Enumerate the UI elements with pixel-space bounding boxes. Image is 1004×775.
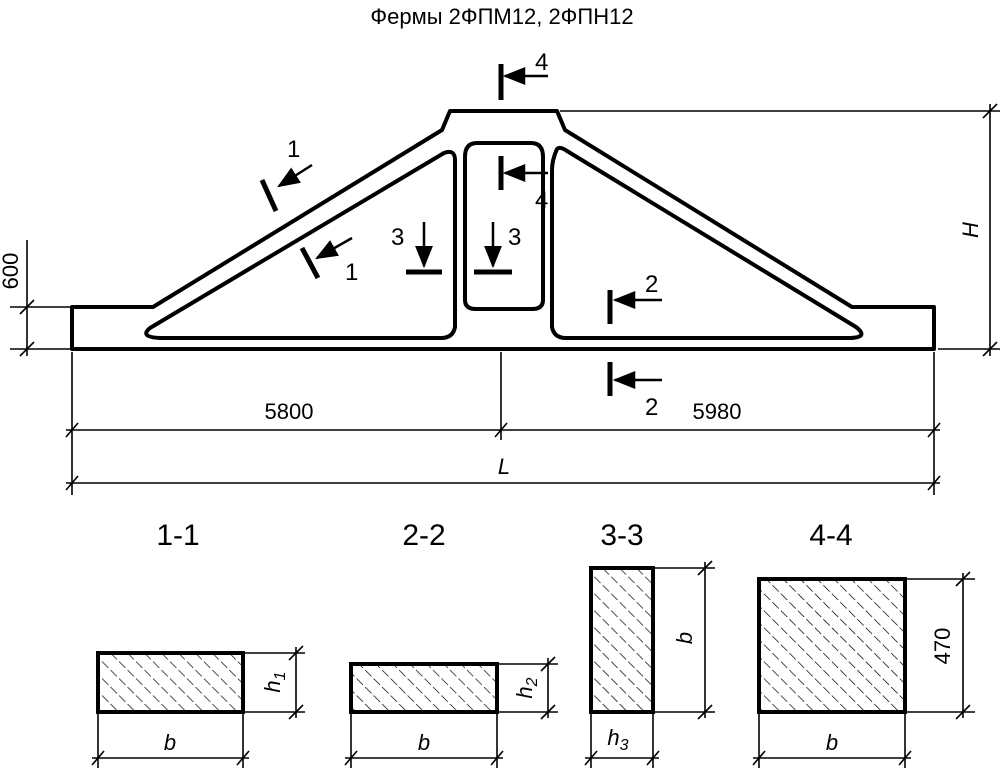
cut-4-top-label: 4 <box>535 49 548 76</box>
truss-outline <box>70 109 936 351</box>
truss-left-opening <box>144 149 457 340</box>
section-3-3-title: 3-3 <box>600 519 643 552</box>
cut-1-upper-arrow <box>277 163 313 188</box>
section-2-2-height: h2 <box>512 677 541 698</box>
section-4-4-shape <box>757 577 907 714</box>
section-3-3-height: b <box>672 632 697 644</box>
dim-left-span: 5800 <box>265 399 314 424</box>
section-4-4-title: 4-4 <box>809 519 852 552</box>
cut-3-right-label: 3 <box>508 224 521 251</box>
section-3-3: 3-3 h3 b <box>584 519 715 768</box>
section-1-1: 1-1 b h1 <box>91 519 305 768</box>
section-1-1-title: 1-1 <box>156 519 199 552</box>
cut-1-lower-label: 1 <box>345 259 358 286</box>
cut-2-lower-label: 2 <box>645 394 658 421</box>
section-cut-marks <box>259 64 662 396</box>
cut-1-upper-label: 1 <box>287 136 300 163</box>
elevation-dimensions <box>10 103 1000 495</box>
truss-center-opening <box>463 141 545 311</box>
dim-height: H <box>958 222 983 238</box>
section-2-2-title: 2-2 <box>402 519 445 552</box>
section-2-2: 2-2 b h2 <box>344 519 558 768</box>
truss-elevation <box>70 109 936 351</box>
section-4-4-width: b <box>826 730 838 755</box>
section-3-3-width: h3 <box>607 725 628 754</box>
section-4-4-height: 470 <box>930 628 955 665</box>
dim-base-height: 600 <box>0 253 23 290</box>
section-1-1-shape <box>96 651 245 714</box>
section-1-1-width: b <box>164 730 176 755</box>
section-2-2-shape <box>349 662 499 714</box>
section-3-3-shape <box>589 566 655 714</box>
section-4-4: 4-4 b 470 <box>752 519 975 768</box>
truss-right-opening <box>550 145 864 340</box>
section-cut-labels: 4 4 1 1 3 3 2 2 <box>287 49 658 421</box>
dim-right-span: 5980 <box>693 399 742 424</box>
drawing-title: Фермы 2ФПМ12, 2ФПН12 <box>370 4 633 29</box>
cut-1-lower-arrow <box>315 236 353 260</box>
cut-3-left-label: 3 <box>391 224 404 251</box>
cut-2-upper-label: 2 <box>645 271 658 298</box>
cut-1-upper-bar <box>259 178 279 213</box>
cut-4-mid-label: 4 <box>535 187 548 214</box>
cut-1-lower-bar <box>299 246 321 280</box>
dim-total-length: L <box>498 454 510 479</box>
section-1-1-height: h1 <box>260 671 289 692</box>
section-2-2-width: b <box>418 730 430 755</box>
